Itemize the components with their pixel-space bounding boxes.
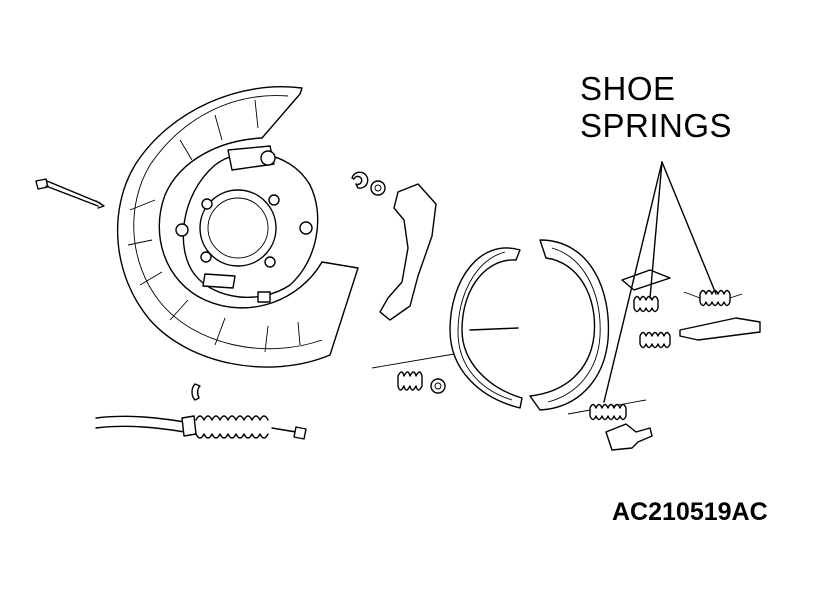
parking-brake-cable bbox=[95, 415, 307, 440]
adjuster-assembly bbox=[567, 399, 653, 451]
upper-shoe-springs bbox=[621, 269, 761, 349]
figure-id: AC210519AC bbox=[612, 498, 768, 526]
callout-leaders bbox=[603, 161, 717, 403]
backing-plate bbox=[116, 86, 359, 368]
callout-line-1: SHOE bbox=[580, 70, 676, 107]
brake-shoe-left bbox=[449, 247, 523, 409]
lever-washers bbox=[351, 171, 386, 196]
return-spring bbox=[371, 351, 467, 394]
brake-shoe-right bbox=[529, 239, 610, 411]
parking-brake-lever bbox=[379, 183, 437, 321]
shoe-springs-label: SHOE SPRINGS bbox=[580, 70, 732, 144]
retaining-clip bbox=[191, 383, 201, 401]
callout-line-2: SPRINGS bbox=[580, 107, 733, 144]
mounting-bolt bbox=[35, 178, 105, 209]
